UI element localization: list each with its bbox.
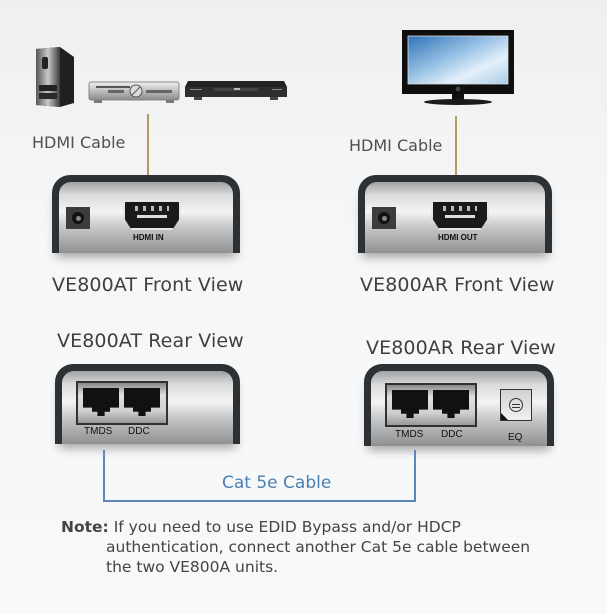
- eq-caption: EQ: [508, 432, 523, 443]
- dvd-player-icon: [185, 81, 287, 100]
- hdmi-cable-label-right: HDMI Cable: [349, 136, 443, 155]
- note-line-1: If you need to use EDID Bypass and/or HD…: [113, 518, 461, 536]
- ve800ar-front-view-label: VE800AR Front View: [360, 274, 555, 296]
- tmds-caption: TMDS: [395, 429, 424, 440]
- hdmi-cable-label-left: HDMI Cable: [32, 133, 126, 152]
- pc-tower-icon: [36, 47, 74, 107]
- note-prefix: Note:: [61, 518, 109, 536]
- lcd-monitor-icon: [402, 30, 514, 105]
- power-jack: [66, 207, 90, 229]
- note-line-3: the two VE800A units.: [106, 558, 279, 576]
- note-block: Note: If you need to use EDID Bypass and…: [61, 517, 530, 577]
- eq-knob-icon: [509, 398, 523, 412]
- rj45-port-frame: [385, 383, 477, 427]
- ve800ar-rear-view-label: VE800AR Rear View: [366, 337, 556, 359]
- ddc-caption: DDC: [128, 426, 150, 437]
- ve800at-rear-view-label: VE800AT Rear View: [57, 330, 244, 352]
- hdmi-in-caption: HDMI IN: [133, 233, 164, 242]
- ve800at-front-unit: HDMI IN: [52, 175, 240, 253]
- cat5e-cable-left: [103, 450, 105, 502]
- hdmi-in-port: [123, 200, 181, 230]
- tmds-rj45-port: [83, 388, 119, 416]
- cat5e-cable-bottom: [103, 500, 416, 502]
- eq-adjust-dial[interactable]: [500, 389, 532, 421]
- av-receiver-icon: [88, 81, 180, 103]
- cat5e-cable-label: Cat 5e Cable: [222, 473, 332, 493]
- ve800ar-rear-unit: TMDS DDC EQ: [364, 364, 554, 446]
- ve800ar-front-unit: HDMI OUT: [358, 175, 552, 253]
- cat5e-cable-right: [414, 450, 416, 502]
- ddc-rj45-port: [124, 388, 160, 416]
- hdmi-out-port: [431, 200, 489, 230]
- ddc-rj45-port: [433, 390, 469, 418]
- note-line-2: authentication, connect another Cat 5e c…: [106, 538, 531, 556]
- tmds-caption: TMDS: [84, 426, 113, 437]
- ve800at-front-view-label: VE800AT Front View: [52, 274, 244, 296]
- ve800at-rear-unit: TMDS DDC: [55, 364, 240, 444]
- hdmi-out-caption: HDMI OUT: [438, 233, 478, 242]
- power-jack: [372, 207, 396, 229]
- tmds-rj45-port: [392, 390, 428, 418]
- ddc-caption: DDC: [441, 429, 463, 440]
- rj45-port-frame: [76, 381, 168, 425]
- hdmi-cable-line-left: [147, 114, 149, 176]
- hdmi-cable-line-right: [455, 116, 457, 176]
